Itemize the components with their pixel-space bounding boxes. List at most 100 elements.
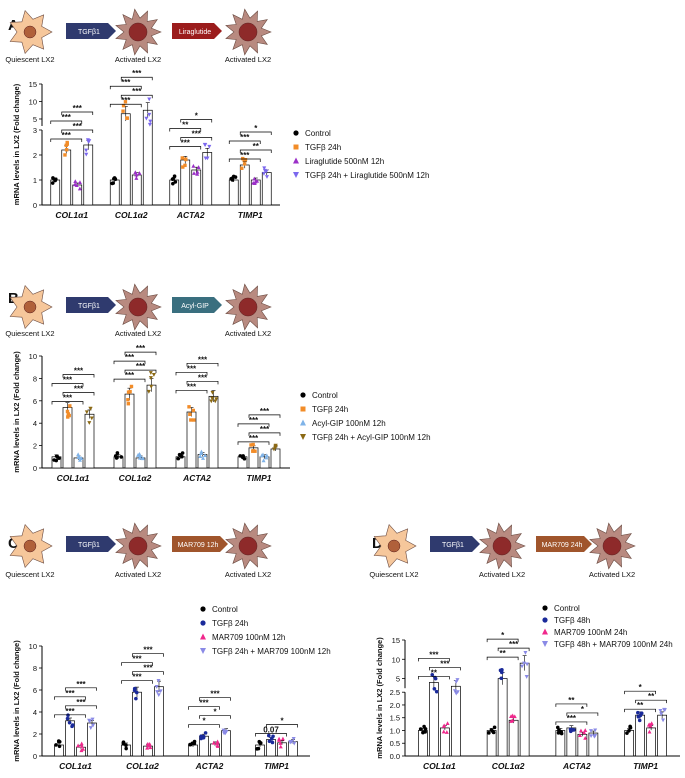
significance-bracket [113, 360, 146, 365]
data-point [171, 181, 175, 186]
legend-marker [542, 641, 548, 647]
data-point [151, 373, 156, 377]
quiescent-cell [373, 523, 417, 569]
significance-bracket [199, 697, 231, 701]
significance-bracket [248, 414, 281, 418]
significance-bracket [418, 658, 450, 662]
data-point [430, 672, 435, 677]
significance-label: *** [192, 129, 202, 138]
data-point [170, 177, 175, 181]
bar [146, 384, 157, 469]
y-tick-label: 0.5 [390, 739, 400, 748]
data-point [87, 719, 92, 724]
data-point [140, 456, 145, 461]
significance-bracket [175, 371, 208, 376]
data-point [202, 142, 207, 147]
significance-bracket [555, 703, 588, 707]
x-category-label: ACTA2 [562, 761, 591, 771]
significance-bracket [109, 103, 142, 108]
y-tick-label: 10 [29, 352, 37, 361]
significance-bracket [266, 724, 298, 728]
y-tick-label: 10 [29, 642, 37, 651]
significance-label: *** [429, 650, 439, 659]
significance-bracket [132, 653, 164, 657]
data-point [137, 451, 142, 456]
significance-bracket [120, 76, 153, 81]
data-point [251, 180, 256, 185]
legend-marker [200, 606, 206, 612]
cell-nucleus [387, 539, 401, 553]
data-point [78, 457, 83, 462]
bar [154, 686, 164, 757]
significance-label: *** [136, 362, 146, 371]
activated-cell [225, 522, 272, 570]
significance-bracket [239, 149, 272, 153]
significance-bracket [624, 708, 656, 713]
data-point [77, 186, 82, 191]
data-point [134, 176, 139, 180]
bar [451, 685, 461, 757]
y-tick-label: 0.0 [390, 752, 400, 761]
bar [646, 727, 656, 757]
legend-marker [293, 172, 299, 178]
data-point [258, 741, 263, 745]
arrow-label: MAR709 12h [178, 542, 219, 549]
data-point [292, 741, 297, 746]
data-point [455, 690, 460, 695]
data-point [191, 408, 196, 413]
cell-label: Activated LX2 [115, 329, 161, 338]
data-point [259, 453, 264, 458]
data-point [288, 740, 293, 745]
treatment-arrow: TGFβ1 [430, 536, 480, 552]
data-point [134, 172, 139, 177]
significance-bracket [180, 119, 213, 123]
y-tick-label: 5 [33, 115, 37, 124]
arrow-shape [66, 23, 116, 39]
significance-bracket [54, 714, 86, 718]
data-point [510, 718, 515, 722]
data-point [203, 731, 208, 735]
y-tick-label: 1.5 [390, 714, 400, 723]
legend-marker [542, 605, 548, 611]
data-point [577, 733, 582, 738]
arrow-shape [172, 536, 228, 552]
data-point [253, 449, 257, 453]
data-point [137, 455, 142, 460]
data-point [189, 418, 193, 422]
significance-label: * [202, 717, 206, 726]
data-point [207, 144, 212, 149]
data-point [203, 453, 208, 458]
cell-label: Activated LX2 [225, 570, 271, 579]
data-point [119, 455, 124, 459]
treatment-arrow: Liraglutide [172, 23, 222, 39]
significance-label: * [639, 683, 643, 692]
significance-label: *** [198, 355, 208, 364]
legend-label: TGFβ 48h + MAR709 100nM 24h [554, 640, 673, 649]
data-point [156, 693, 161, 698]
legend-marker [293, 157, 299, 164]
data-point [221, 728, 226, 733]
significance-label: *** [187, 364, 197, 373]
data-point [125, 116, 129, 120]
treatment-arrow: MAR709 12h [172, 536, 228, 552]
data-point [126, 390, 131, 394]
legend-marker [542, 628, 548, 635]
significance-label: ** [253, 142, 260, 151]
data-point [74, 183, 79, 187]
data-point [134, 696, 138, 701]
data-point [144, 116, 149, 121]
data-point [124, 746, 128, 751]
data-point [242, 162, 247, 166]
significance-label: ** [431, 668, 438, 677]
significance-bracket [113, 378, 146, 383]
legend-label: TGFβ 24h [312, 405, 348, 414]
x-category-label: TIMP1 [238, 210, 263, 220]
data-point [209, 399, 214, 404]
data-point [187, 405, 191, 409]
data-point [267, 739, 272, 744]
